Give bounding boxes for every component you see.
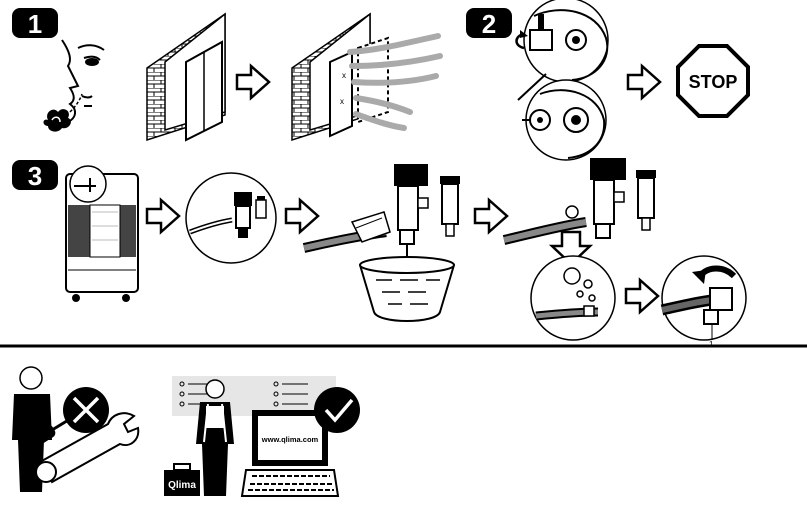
- step-3-number: 3: [28, 161, 42, 191]
- service-technician-icon: [196, 379, 234, 496]
- approved-check-icon: [314, 387, 360, 433]
- contact-service-illustration: Qlima www.qlima.com: [164, 376, 360, 497]
- leak-check-regulator: [502, 158, 656, 266]
- wrench-icon: [35, 412, 140, 484]
- next-step-arrow-3: [145, 198, 181, 234]
- step-3-badge: 3: [12, 160, 58, 191]
- step-3-panel: 3: [12, 158, 747, 349]
- next-step-arrow-6: [624, 278, 660, 314]
- stop-sign-label: STOP: [689, 72, 738, 92]
- step-2-panel: 2 STOP: [466, 0, 750, 161]
- gas-control-knob-lower: [522, 79, 607, 161]
- svg-text:x: x: [342, 71, 346, 80]
- tighten-connection-detail: 1: [660, 255, 747, 349]
- divider-slash: [517, 73, 547, 101]
- airflow-lines: [347, 33, 443, 131]
- toolbox-icon: Qlima: [164, 463, 200, 496]
- stop-sign: STOP: [676, 44, 750, 118]
- soap-test-regulator: [302, 164, 460, 258]
- computer-icon: www.qlima.com: [240, 410, 340, 497]
- regulator-detail: [185, 172, 277, 264]
- step-1-number: 1: [28, 9, 42, 39]
- heater-cabinet: [65, 165, 139, 302]
- next-step-arrow-4: [284, 198, 320, 234]
- closed-window-wall: [146, 12, 226, 142]
- bubbles-detail: [530, 255, 616, 341]
- brand-label: Qlima: [168, 480, 196, 491]
- open-window-ventilation: x x x: [291, 12, 443, 142]
- website-label: www.qlima.com: [261, 435, 319, 444]
- next-step-arrow-1: [235, 64, 271, 100]
- forbidden-x-icon: [63, 387, 109, 433]
- no-self-repair-illustration: [12, 366, 140, 492]
- step-1-badge: 1: [12, 8, 58, 39]
- step-2-number: 2: [482, 9, 496, 39]
- step-1-panel: 1 x x: [12, 8, 443, 142]
- odor-cloud-icon: [43, 93, 83, 132]
- svg-text:x: x: [340, 97, 344, 106]
- soapy-water-bowl: [358, 256, 456, 322]
- face-smell-icon: [61, 39, 105, 123]
- step-2-badge: 2: [466, 8, 512, 39]
- gas-control-knob-upper: [515, 0, 609, 83]
- next-step-arrow-5: [473, 198, 509, 234]
- next-step-arrow-2: [626, 64, 662, 100]
